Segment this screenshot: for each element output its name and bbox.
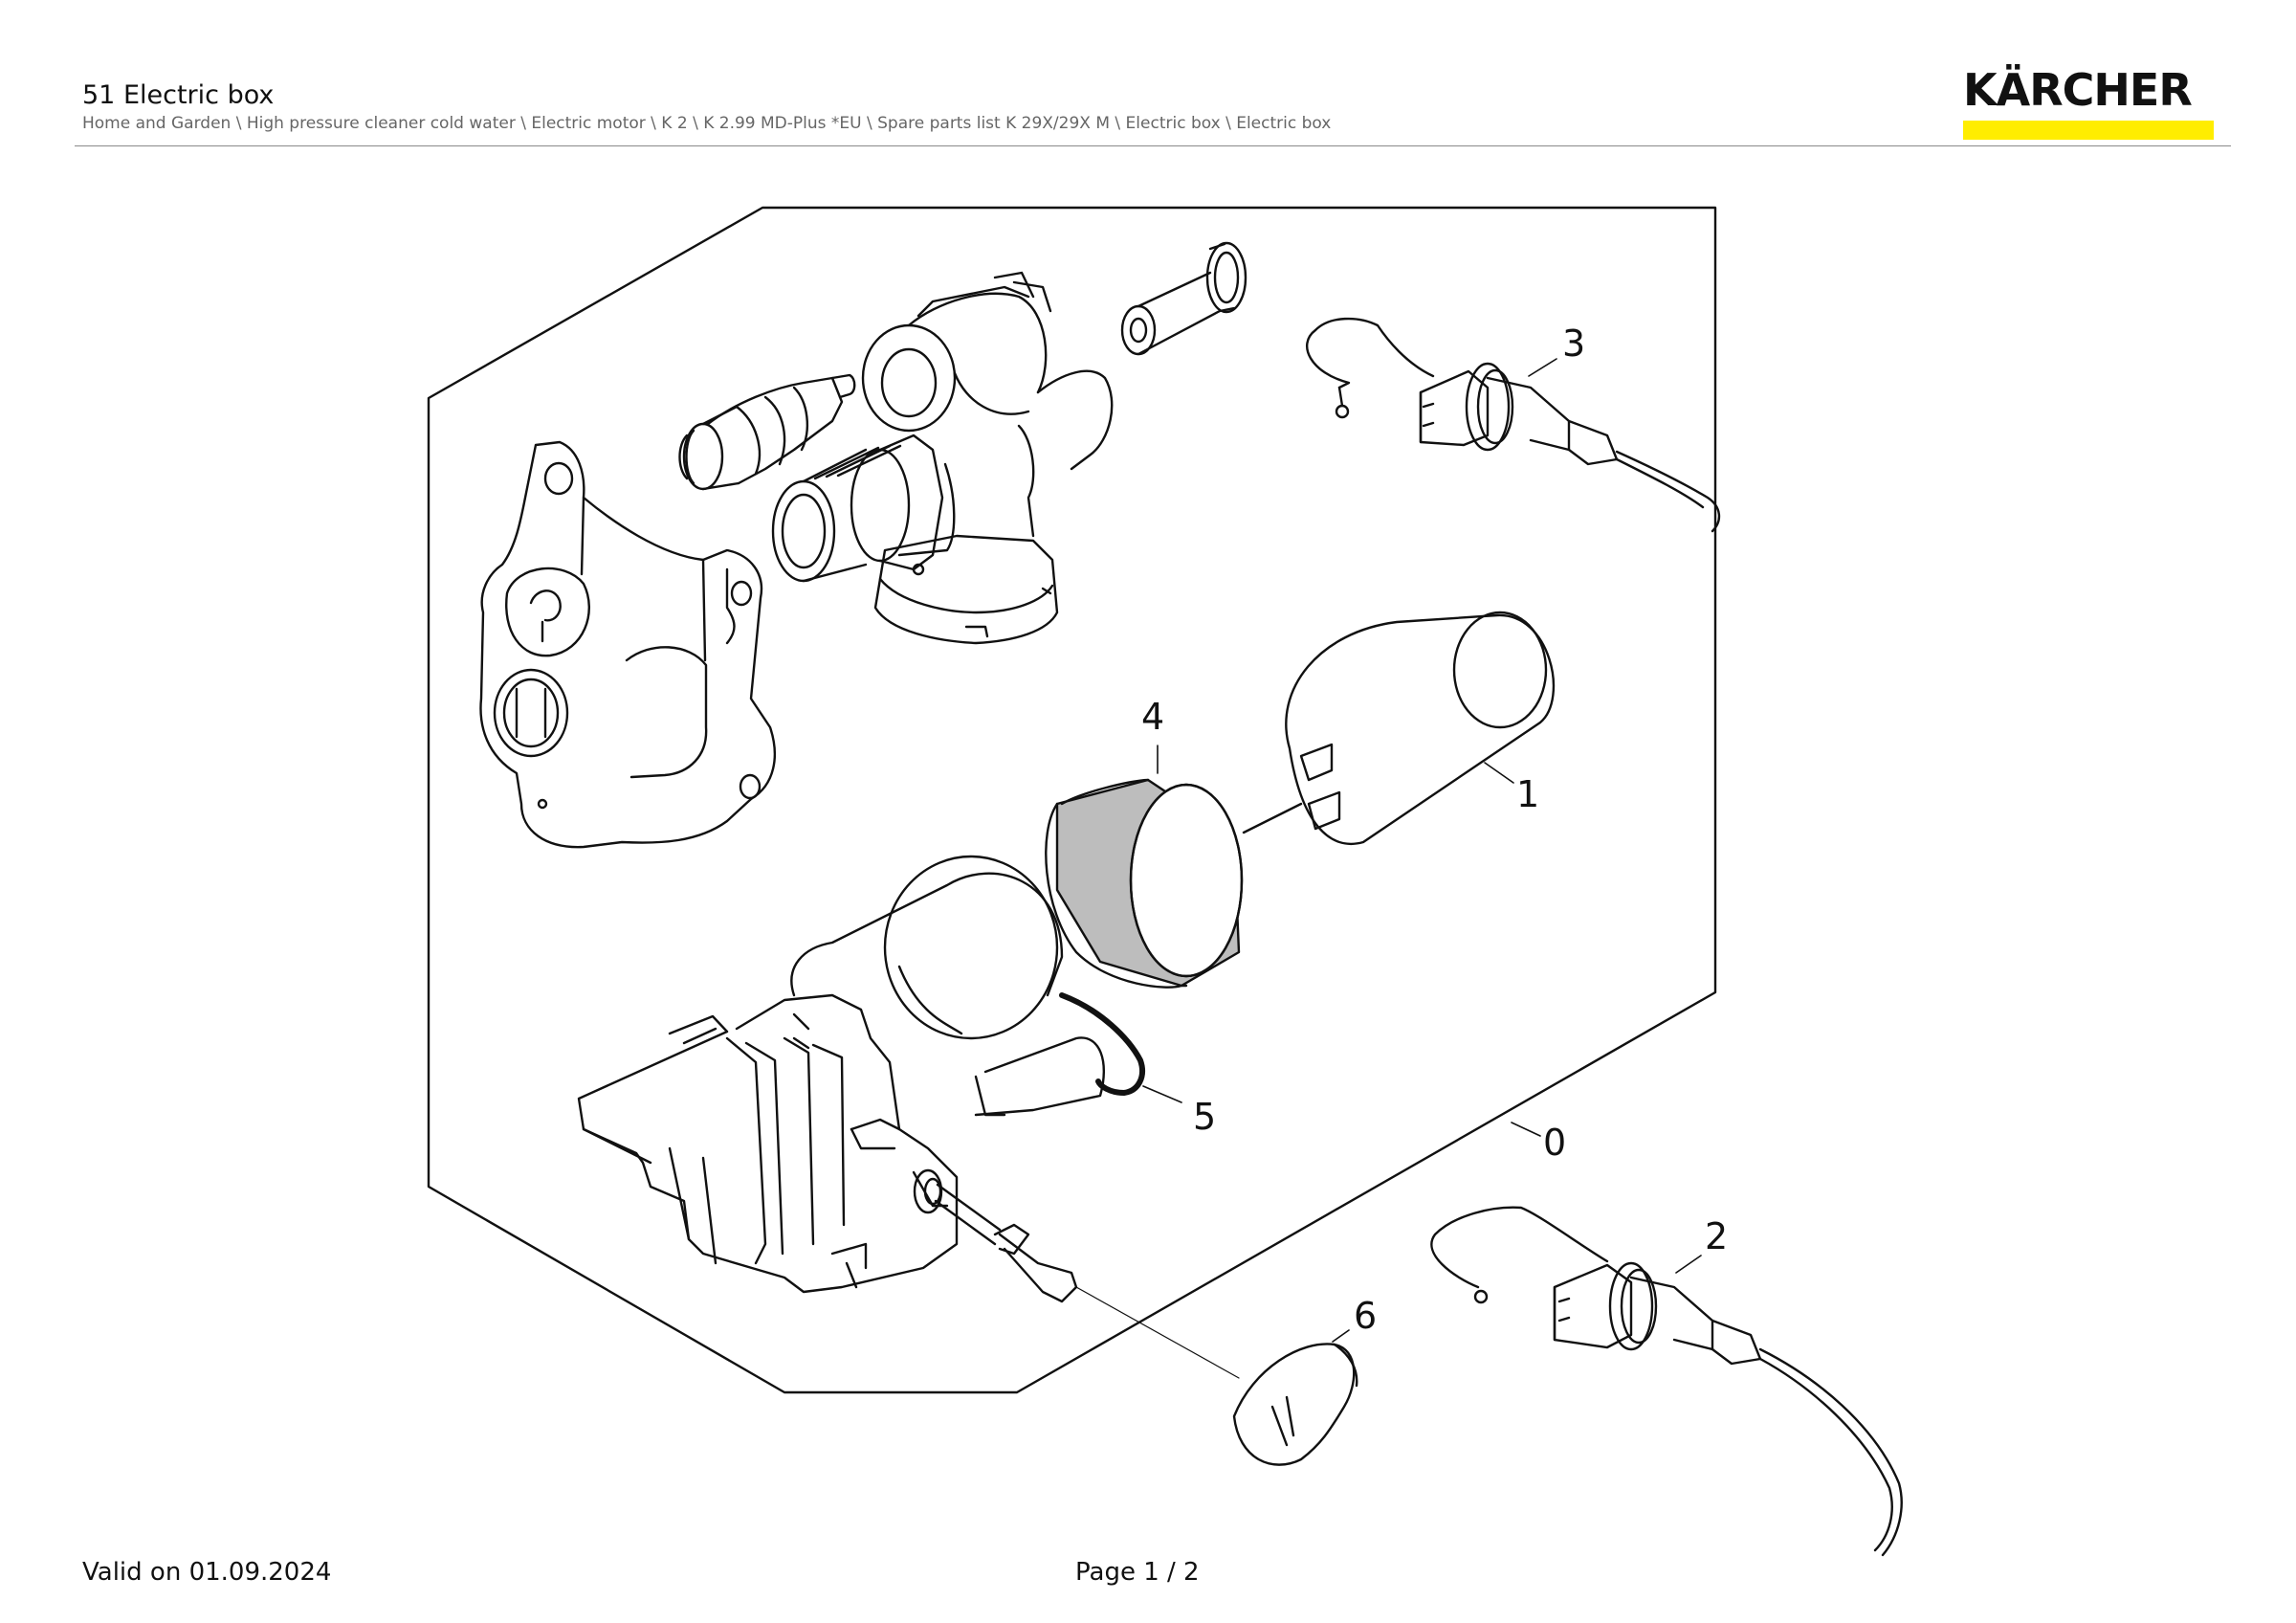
sleeve-part-4	[1045, 778, 1244, 989]
cable-part-3	[1305, 317, 1721, 533]
valve-insert	[678, 373, 856, 491]
capacitor-part-1	[1242, 611, 1556, 845]
callout-1: 1	[1516, 773, 1539, 815]
callout-0: 0	[1543, 1122, 1566, 1164]
cap-part-6	[1232, 1343, 1358, 1466]
valid-date: Valid on 01.09.2024	[82, 1558, 332, 1587]
small-pin	[1120, 241, 1247, 356]
page-number: Page 1 / 2	[1075, 1558, 1200, 1587]
karcher-logo: KÄRCHER	[1963, 67, 2214, 140]
cable-part-2	[1430, 1206, 1903, 1557]
logo-yellow-bar	[1963, 121, 2214, 140]
housing-bracket	[479, 440, 777, 849]
callout-2: 2	[1705, 1215, 1728, 1257]
threaded-connector	[771, 434, 944, 583]
callout-6: 6	[1354, 1295, 1377, 1337]
logo-wordmark: KÄRCHER	[1963, 64, 2193, 116]
breadcrumb: Home and Garden \ High pressure cleaner …	[82, 114, 1332, 133]
page-title: 51 Electric box	[82, 80, 275, 110]
assembly-outline	[427, 206, 1717, 1394]
header-divider	[75, 145, 2231, 146]
pump-head-elbow	[861, 271, 1114, 645]
callout-5: 5	[1193, 1096, 1216, 1138]
o-ring-part-5	[1059, 992, 1145, 1096]
callout-4: 4	[1141, 696, 1164, 738]
callout-3: 3	[1562, 322, 1585, 365]
motor-electric-box	[577, 855, 1105, 1303]
